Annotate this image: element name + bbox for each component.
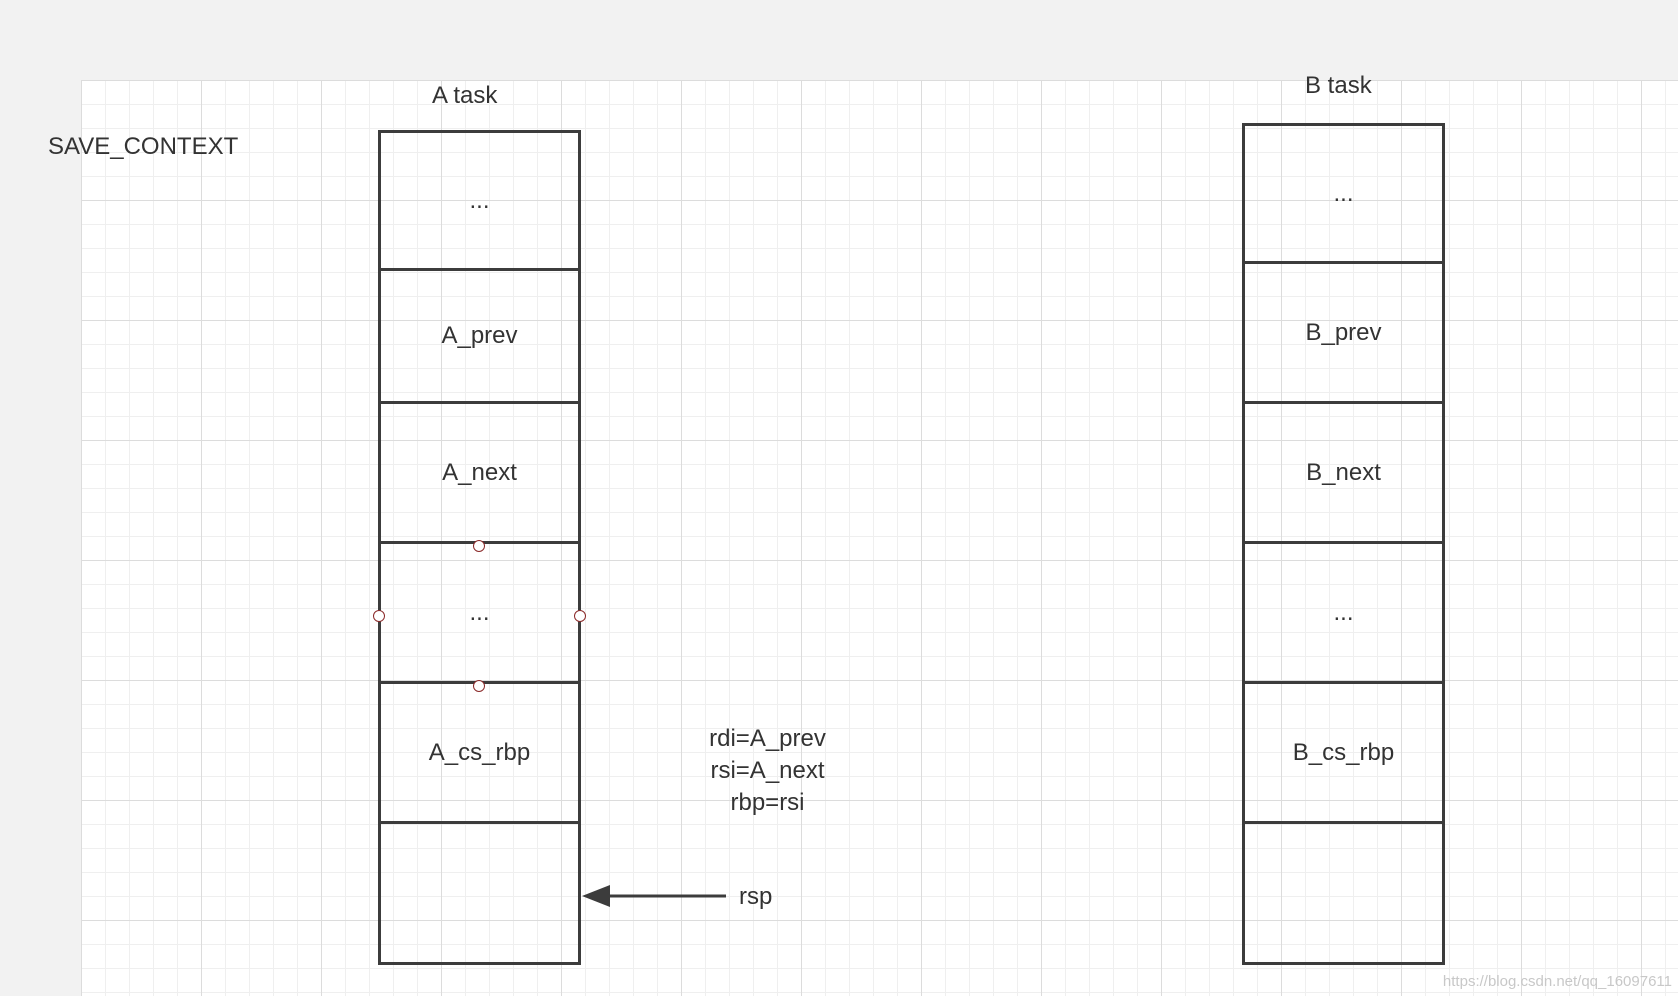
stack-b-cell[interactable]: ... <box>1242 123 1445 264</box>
stack-b-cell[interactable]: B_prev <box>1242 264 1445 404</box>
selection-handle-bottom[interactable] <box>473 680 485 692</box>
grid-canvas <box>81 80 1678 996</box>
rsp-label: rsp <box>739 883 773 910</box>
stack-b-title: B task <box>1305 72 1372 99</box>
stack-a-cell[interactable]: A_prev <box>378 271 581 404</box>
stack-a-cell-selected[interactable]: ... <box>378 544 581 684</box>
selection-handle-left[interactable] <box>373 610 385 622</box>
selection-handle-right[interactable] <box>574 610 586 622</box>
stack-a-cell[interactable]: A_cs_rbp <box>378 684 581 824</box>
register-line: rdi=A_prev <box>709 725 826 752</box>
stack-a-cell[interactable]: ... <box>378 130 581 271</box>
stack-a-title: A task <box>432 82 498 109</box>
register-notes[interactable]: rdi=A_prev rsi=A_next rbp=rsi <box>695 723 840 819</box>
stack-a-cell[interactable]: A_next <box>378 404 581 544</box>
rsp-arrow[interactable] <box>580 880 730 912</box>
register-line: rbp=rsi <box>730 789 805 816</box>
selection-handle-top[interactable] <box>473 540 485 552</box>
stack-b-cell[interactable]: ... <box>1242 544 1445 684</box>
watermark: https://blog.csdn.net/qq_16097611 <box>1442 973 1672 990</box>
stack-b[interactable]: ... B_prev B_next ... B_cs_rbp <box>1242 123 1445 965</box>
stack-b-cell[interactable] <box>1242 824 1445 965</box>
stack-b-cell[interactable]: B_next <box>1242 404 1445 544</box>
register-line: rsi=A_next <box>710 757 825 784</box>
stack-a-cell[interactable] <box>378 824 581 965</box>
stack-b-cell[interactable]: B_cs_rbp <box>1242 684 1445 824</box>
section-label: SAVE_CONTEXT <box>48 133 239 160</box>
rsp-arrow-head <box>582 885 610 907</box>
